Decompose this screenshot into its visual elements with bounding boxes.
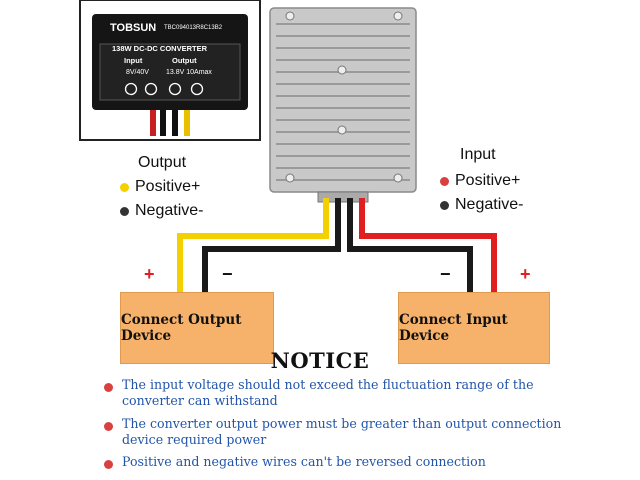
inset-converter-name: 138W DC-DC CONVERTER: [112, 44, 208, 53]
input-plus-sign: +: [520, 264, 531, 284]
inset-terminal-out-minus: [168, 82, 182, 96]
inset-wire-black-1: [160, 110, 166, 136]
notice-item: The converter output power must be great…: [104, 416, 574, 448]
output-plus-sign: +: [144, 264, 155, 284]
input-legend-positive: Positive+: [440, 172, 520, 190]
black-dot-icon: [440, 200, 449, 210]
heatsink-screws: [285, 11, 403, 183]
inset-input-label: Input: [124, 56, 143, 65]
output-minus-sign: −: [222, 264, 233, 284]
inset-terminal-in-minus: [144, 82, 158, 96]
input-legend-title: Input: [460, 146, 496, 163]
input-positive-label: Positive+: [455, 172, 521, 189]
wire-black-input-negative: [347, 198, 473, 292]
red-bullet-icon: [104, 422, 113, 431]
inset-terminal-out-plus: [190, 82, 204, 96]
notice-item: Positive and negative wires can't be rev…: [104, 454, 574, 470]
wire-red-input-positive: [359, 198, 497, 292]
output-legend-negative: Negative-: [120, 202, 203, 220]
notice-item-text: The converter output power must be great…: [122, 416, 562, 447]
notice-item-text: Positive and negative wires can't be rev…: [122, 454, 486, 469]
yellow-dot-icon: [120, 182, 129, 192]
notice-item: The input voltage should not exceed the …: [104, 377, 574, 409]
inset-brand: TOBSUN: [110, 22, 157, 34]
output-negative-label: Negative-: [135, 202, 204, 219]
inset-output-label: Output: [172, 56, 197, 65]
converter-wire-gland: [317, 191, 369, 203]
input-negative-label: Negative-: [455, 196, 524, 213]
inset-terminal-in-plus: [124, 82, 138, 96]
output-legend-title: Output: [138, 154, 187, 171]
inset-wire-yellow: [184, 110, 190, 136]
inset-wire-red: [150, 110, 156, 136]
wire-yellow-output-positive: [177, 198, 329, 292]
input-device-box: Connect Input Device: [398, 292, 550, 364]
output-legend-positive: Positive+: [120, 178, 200, 196]
red-bullet-icon: [104, 460, 113, 469]
input-legend-negative: Negative-: [440, 196, 523, 214]
notice-title: NOTICE: [270, 348, 370, 373]
inset-model: TBC094013R8C13B2: [164, 25, 223, 31]
output-device-box: Connect Output Device: [120, 292, 274, 364]
black-dot-icon: [120, 206, 129, 216]
red-bullet-icon: [104, 383, 113, 392]
red-dot-icon: [440, 176, 449, 186]
heatsink-fins: [276, 23, 410, 181]
notice-item-text: The input voltage should not exceed the …: [122, 377, 534, 408]
wire-black-output-negative: [202, 198, 341, 292]
inset-output-spec: 13.8V 10Amax: [166, 69, 212, 76]
output-positive-label: Positive+: [135, 178, 201, 195]
inset-input-spec: 8V/40V: [126, 69, 149, 76]
input-minus-sign: −: [440, 264, 451, 284]
inset-wire-black-2: [172, 110, 178, 136]
